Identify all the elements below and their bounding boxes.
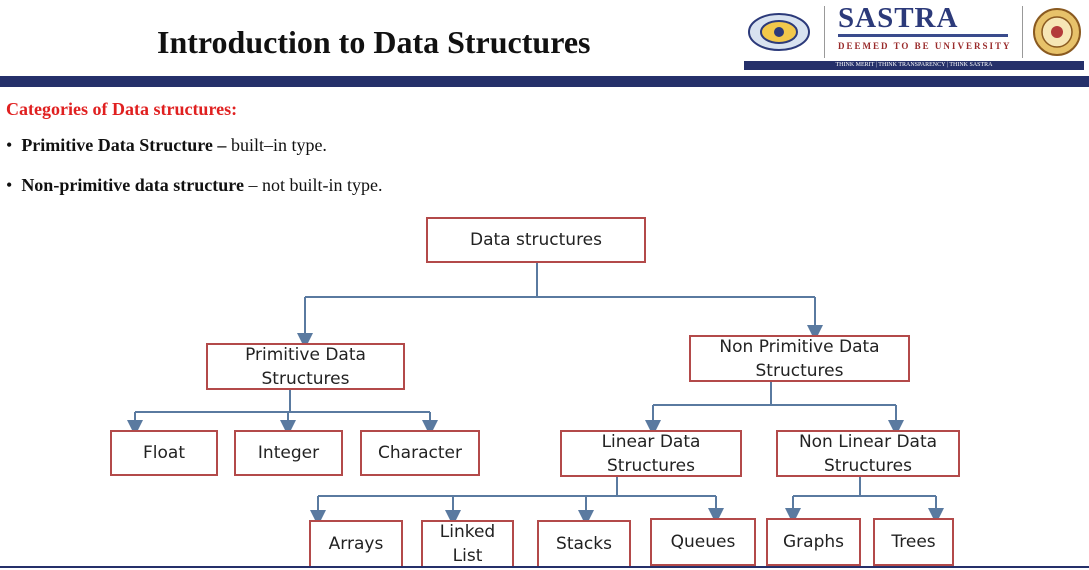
university-emblem-icon: [748, 13, 810, 51]
bullet-dot: •: [6, 175, 22, 195]
bullet-dot: •: [6, 135, 22, 155]
node-label: Character: [378, 443, 462, 463]
logo-tagline: THINK MERIT | THINK TRANSPARENCY | THINK…: [835, 62, 993, 68]
logo-rule: [838, 34, 1008, 37]
node-arrays: Arrays: [309, 520, 403, 568]
node-label: Non Primitive Data Structures: [719, 336, 880, 381]
node-label: Linear Data Structures: [601, 431, 701, 476]
header-band: [0, 76, 1089, 87]
slide-title: Introduction to Data Structures: [157, 24, 591, 60]
node-label: Primitive Data Structures: [245, 344, 366, 389]
node-character: Character: [360, 430, 480, 476]
logo-divider: [824, 6, 825, 58]
bullet-term: Primitive Data Structure –: [21, 135, 227, 155]
node-non-primitive: Non Primitive Data Structures: [689, 335, 910, 382]
node-label: Linked List: [439, 522, 496, 566]
tagline-bar: [744, 61, 1084, 70]
node-label: Float: [143, 443, 185, 463]
node-label: Integer: [257, 443, 320, 463]
node-label: Trees: [891, 532, 936, 552]
seal-icon: [1033, 8, 1081, 56]
bullet-desc: – not built-in type.: [243, 175, 383, 195]
footer-line: [0, 566, 1089, 568]
node-label: Queues: [670, 532, 736, 552]
node-non-linear: Non Linear Data Structures: [776, 430, 960, 477]
node-label: Non Linear Data Structures: [798, 431, 938, 476]
node-data-structures: Data structures: [426, 217, 646, 263]
node-label: Stacks: [556, 534, 612, 554]
bullet-non-primitive: • Non-primitive data structure – not bui…: [6, 175, 382, 196]
node-label: Arrays: [328, 534, 384, 554]
bullet-primitive: • Primitive Data Structure – built–in ty…: [6, 135, 327, 156]
node-linear: Linear Data Structures: [560, 430, 742, 477]
node-label: Data structures: [470, 230, 602, 250]
bullet-desc: built–in type.: [226, 135, 327, 155]
node-float: Float: [110, 430, 218, 476]
node-graphs: Graphs: [766, 518, 861, 566]
logo-subtitle: DEEMED TO BE UNIVERSITY: [838, 41, 1012, 51]
bullet-term: Non-primitive data structure: [21, 175, 244, 195]
node-queues: Queues: [650, 518, 756, 566]
node-trees: Trees: [873, 518, 954, 566]
node-linked-list: Linked List: [421, 520, 514, 568]
logo-divider-right: [1022, 6, 1023, 58]
section-heading: Categories of Data structures:: [6, 99, 238, 119]
node-primitive: Primitive Data Structures: [206, 343, 405, 390]
node-integer: Integer: [234, 430, 343, 476]
node-stacks: Stacks: [537, 520, 631, 568]
logo-name: SASTRA: [838, 2, 959, 34]
node-label: Graphs: [782, 532, 844, 552]
